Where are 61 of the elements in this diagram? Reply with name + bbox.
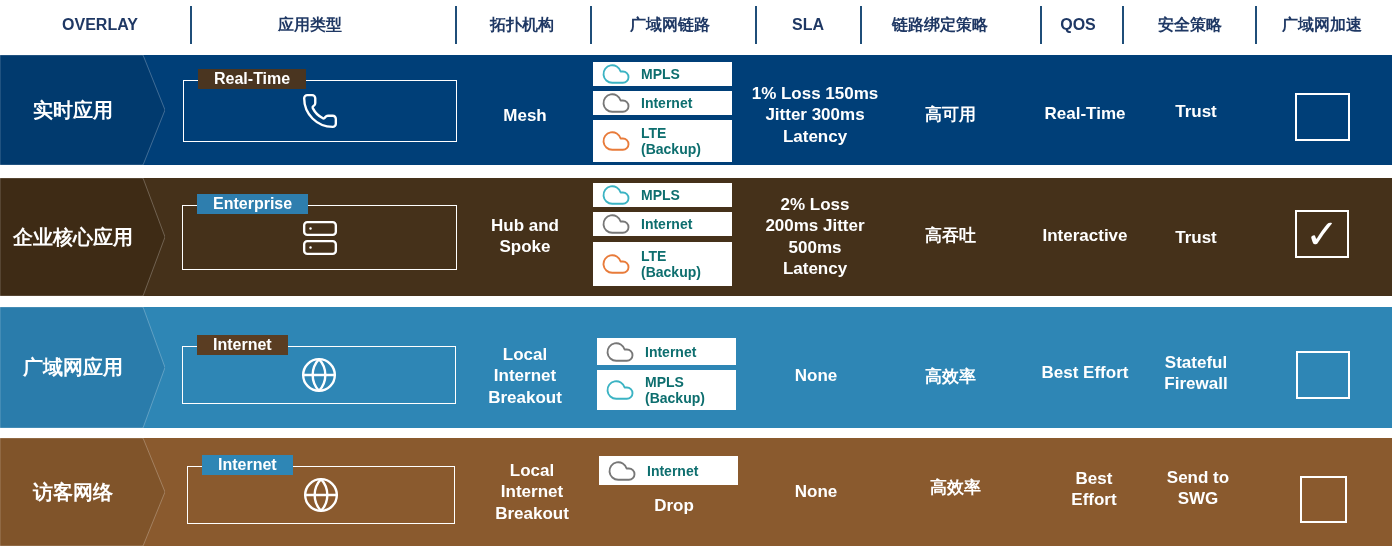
link-name: Internet [641,216,694,232]
row-title: 访客网络 [32,479,113,505]
checkbox [1295,210,1349,258]
link-box [597,370,736,410]
table-cell-text: Best Effort [1040,362,1130,384]
column-header: SLA [791,15,825,35]
check-mark: ✓ [1305,214,1339,254]
link-box [593,183,732,207]
link-box [593,212,732,236]
table-cell-text: 高吞吐 [923,225,977,247]
column-header: QOS [1059,15,1097,35]
table-cell-text: Mesh [502,105,548,127]
column-header: 安全策略 [1157,15,1223,35]
table-cell-text: Stateful Firewall [1163,351,1229,395]
column-header: 广域网链路 [629,15,711,35]
table-cell-text: Local Internet Breakout [487,344,563,408]
column-header: OVERLAY [61,15,139,35]
link-name: Internet [645,343,698,360]
column-header: 广域网加速 [1281,15,1363,35]
table-cell-text: Local Internet Breakout [494,460,570,524]
link-box [593,120,732,162]
table-cell-text: Send to SWG [1165,466,1231,510]
group-heading: Internet [197,335,288,355]
table-cell-text: 高效率 [923,366,977,388]
table-cell-text: 2% Loss 200ms Jitter 500ms Latency [764,193,866,279]
group-heading: Real-Time [198,69,307,89]
link-name: Internet [647,462,700,479]
checkbox [1295,93,1350,141]
column-header: 应用类型 [277,15,343,35]
link-box [593,91,732,115]
table-cell-text: None [793,481,839,503]
column-header: 拓扑机构 [488,15,555,35]
table-cell-text: Best Effort [1070,467,1118,511]
table-cell-text: None [793,365,839,387]
link-box [599,456,738,485]
link-name: MPLS [641,66,681,82]
link-box [593,242,732,286]
link-name: LTE (Backup) [641,248,702,280]
row-title: 企业核心应用 [12,224,133,250]
row-title: 广域网应用 [22,355,123,380]
table-cell-text: 高效率 [928,477,982,499]
link-name: LTE (Backup) [641,125,702,157]
table-cell-text: Real-Time [1043,103,1127,125]
link-name: MPLS [641,187,681,203]
table-cell-text: Trust [1174,227,1218,249]
link-name: Internet [641,95,694,111]
checkbox [1296,351,1350,399]
table-cell-text: 高可用 [923,104,977,126]
table-cell-text: Trust [1174,101,1218,123]
group-heading: Enterprise [197,194,309,214]
column-header: 链路绑定策略 [890,15,989,35]
group-heading: Internet [202,455,293,475]
link-box [597,338,736,365]
table-cell-text: Hub and Spoke [490,214,560,258]
row-title: 实时应用 [32,97,113,123]
table-cell-text: 1% Loss 150ms Jitter 300ms Latency [750,83,880,147]
table-cell-text: Interactive [1041,225,1129,247]
link-name: MPLS (Backup) [645,374,706,406]
table-cell-text: Drop [653,495,695,517]
checkbox [1300,476,1347,523]
link-box [593,62,732,86]
